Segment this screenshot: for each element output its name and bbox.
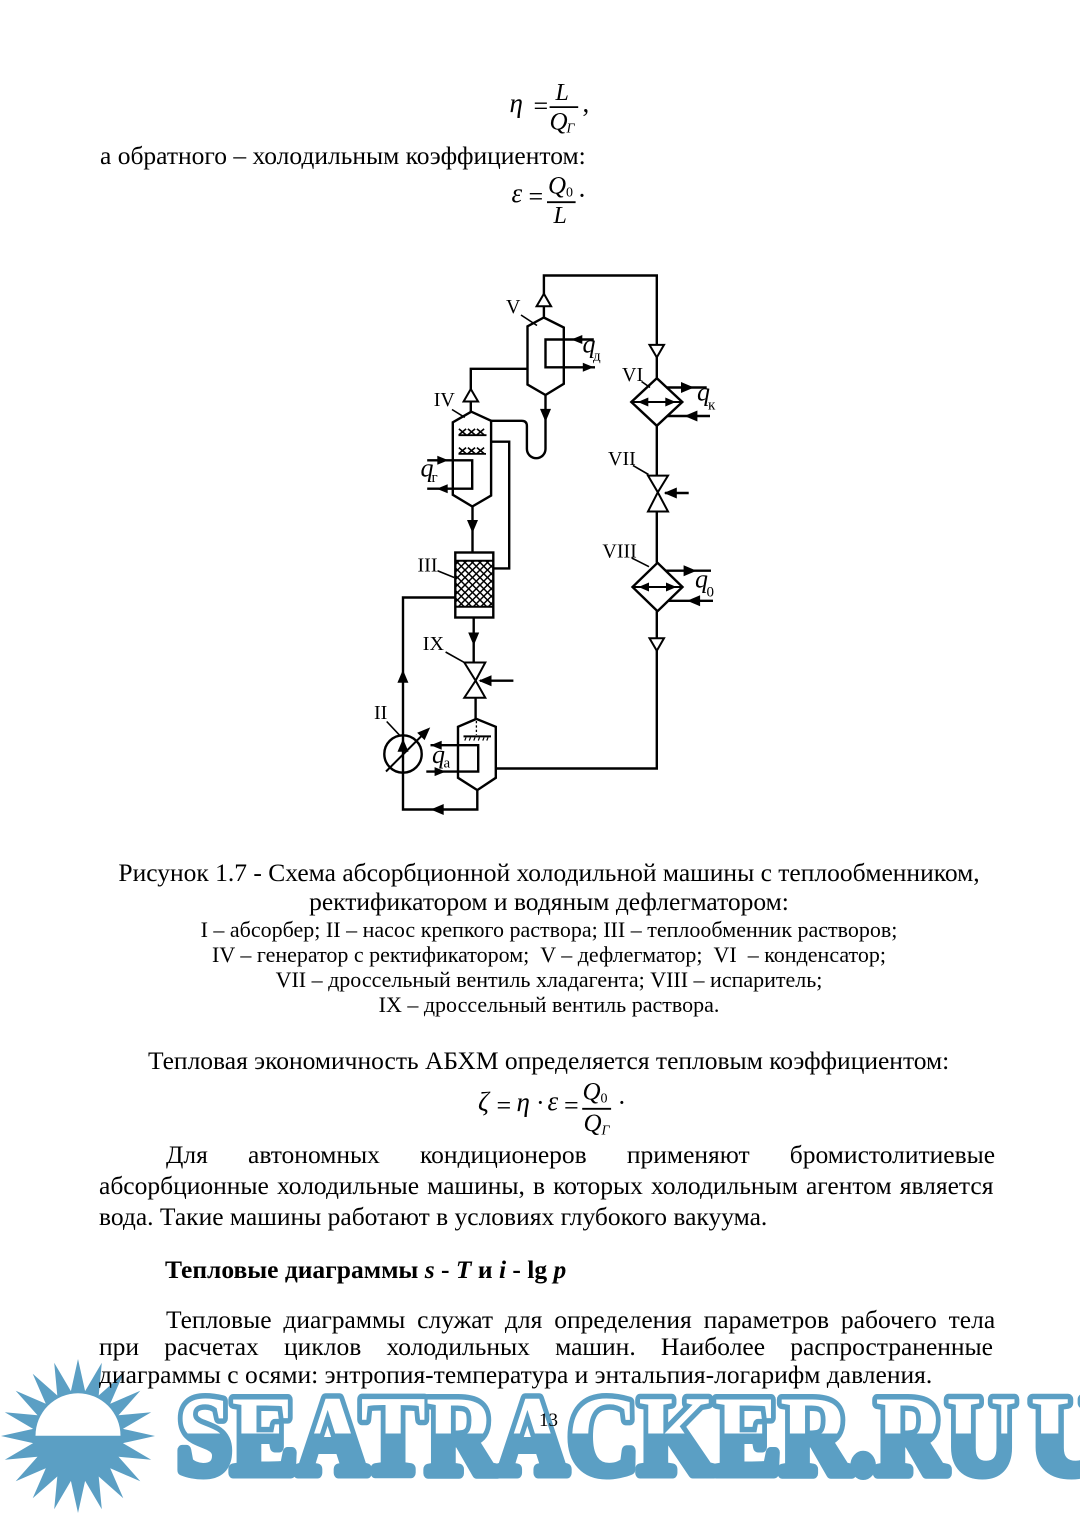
svg-text:VI: VI	[622, 364, 643, 386]
svg-text:q: q	[421, 454, 434, 483]
svg-text:Q: Q	[550, 109, 568, 136]
svg-text:II: II	[374, 702, 387, 724]
svg-text:=: =	[529, 182, 544, 211]
svg-text:Γ: Γ	[601, 1124, 611, 1139]
svg-text:IV: IV	[434, 389, 456, 411]
svg-text:VIII: VIII	[602, 541, 636, 563]
svg-text:0: 0	[566, 186, 573, 201]
svg-text:L: L	[553, 203, 567, 229]
svg-text:η: η	[517, 1087, 530, 1117]
svg-text:=: =	[564, 1091, 579, 1120]
svg-text:IX: IX	[423, 633, 445, 655]
svg-text:VII: VII	[608, 448, 636, 470]
svg-text:=: =	[534, 92, 549, 121]
svg-text:Q: Q	[548, 173, 566, 200]
svg-text:q: q	[695, 565, 708, 594]
svg-text:г: г	[432, 470, 438, 486]
svg-text:q: q	[583, 330, 596, 359]
svg-text:Q: Q	[583, 1079, 601, 1106]
svg-text:·: ·	[618, 1088, 627, 1117]
svg-text:·: ·	[578, 181, 587, 211]
svg-text:·: ·	[536, 1088, 545, 1117]
svg-text:ζ: ζ	[478, 1087, 491, 1117]
svg-text:=: =	[497, 1091, 512, 1120]
svg-text:Q: Q	[584, 1110, 602, 1137]
svg-text:SEATRACKER.RU: SEATRACKER.RU	[177, 1374, 1017, 1498]
svg-text:III: III	[418, 555, 438, 577]
svg-text:η: η	[510, 88, 523, 118]
svg-text:к: к	[708, 398, 716, 414]
svg-text:,: ,	[583, 88, 590, 118]
svg-text:0: 0	[601, 1092, 608, 1107]
svg-text:ε: ε	[512, 178, 523, 208]
svg-text:д: д	[593, 349, 601, 365]
svg-text:Γ: Γ	[566, 122, 576, 137]
svg-text:V: V	[506, 296, 521, 318]
svg-text:а: а	[444, 756, 451, 772]
svg-text:ε: ε	[548, 1086, 559, 1116]
svg-text:L: L	[555, 80, 569, 106]
svg-text:U: U	[1030, 1374, 1080, 1498]
svg-text:q: q	[432, 740, 445, 769]
svg-text:q: q	[697, 378, 710, 407]
svg-text:0: 0	[707, 585, 715, 601]
